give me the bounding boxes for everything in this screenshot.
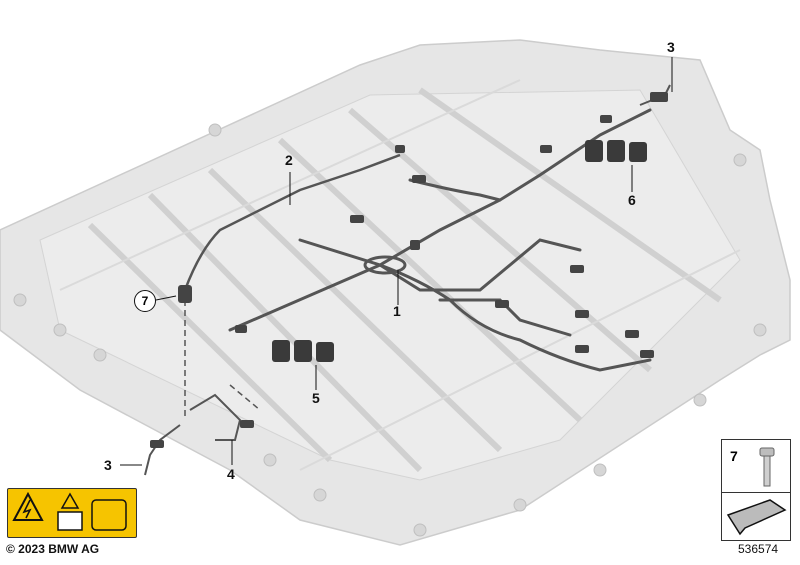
callout-4: 4 xyxy=(227,466,235,482)
main-wiring-harness xyxy=(228,108,652,372)
callout-6: 6 xyxy=(628,192,636,208)
callout-3-top: 3 xyxy=(667,39,675,55)
harness-4 xyxy=(189,393,242,441)
bolt-icon xyxy=(759,447,775,487)
warning-icons xyxy=(12,491,127,531)
part-box-divider xyxy=(722,492,790,493)
part-box-number: 7 xyxy=(730,448,738,464)
callout-3-bottom: 3 xyxy=(104,457,112,473)
tray-inner-floor xyxy=(39,89,741,481)
part-7-box: 7 xyxy=(721,439,791,541)
callout-1: 1 xyxy=(393,303,401,319)
bracket-6 xyxy=(585,140,647,162)
leader-lines xyxy=(120,57,673,466)
tray-ribs xyxy=(87,87,722,473)
connectors xyxy=(150,92,668,448)
callout-2: 2 xyxy=(285,152,293,168)
image-number: 536574 xyxy=(738,542,779,556)
manual-icon xyxy=(57,511,83,531)
hand-icon xyxy=(91,499,127,531)
harness-2 xyxy=(183,153,401,291)
bracket-5 xyxy=(272,340,334,362)
mounting-points xyxy=(13,123,767,537)
caution-icon xyxy=(60,492,80,509)
copyright: © 2023 BMW AG xyxy=(6,542,100,556)
callout-5: 5 xyxy=(312,390,320,406)
callout-7: 7 xyxy=(134,290,156,312)
arrow-icon xyxy=(726,499,787,536)
high-voltage-icon xyxy=(12,491,44,521)
